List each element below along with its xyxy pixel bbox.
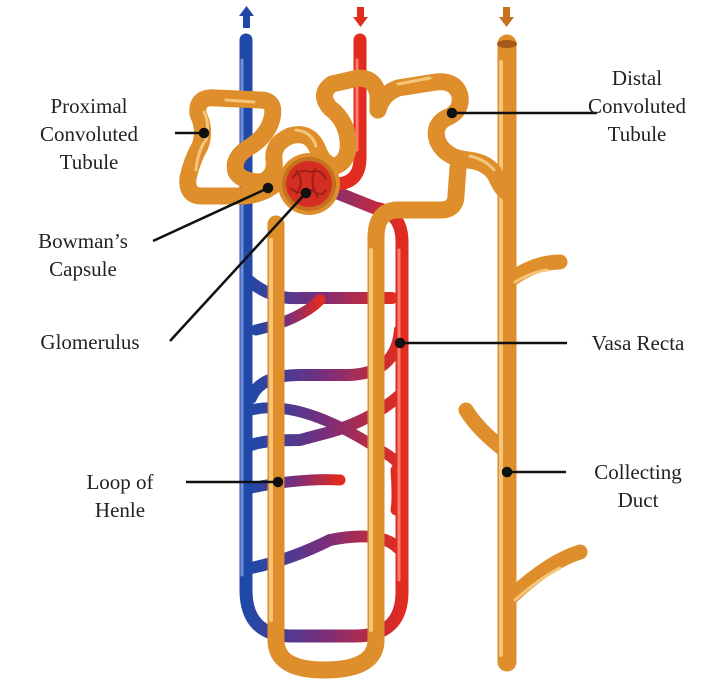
distal-convoluted-tubule-label: Distal Convoluted Tubule (562, 64, 712, 148)
loop-of-henle-label: Loop of Henle (60, 468, 180, 524)
flow-down-arrow-icon (353, 7, 368, 27)
label-line: Loop of (60, 468, 180, 496)
glomerulus-label: Glomerulus (10, 328, 170, 356)
label-line: Tubule (562, 120, 712, 148)
label-line: Capsule (18, 255, 148, 283)
bowmans-capsule-label: Bowman’s Capsule (18, 227, 148, 283)
proximal-convoluted-tubule-label: Proximal Convoluted Tubule (14, 92, 164, 176)
label-line: Duct (568, 486, 708, 514)
label-line: Proximal (14, 92, 164, 120)
label-line: Distal (562, 64, 712, 92)
label-line: Glomerulus (10, 328, 170, 356)
vasa-recta-label: Vasa Recta (568, 329, 708, 357)
label-line: Bowman’s (18, 227, 148, 255)
flow-up-arrow-icon (239, 6, 254, 28)
label-line: Convoluted (14, 120, 164, 148)
label-line: Collecting (568, 458, 708, 486)
distal-convoluted-tubule (378, 78, 507, 192)
label-line: Convoluted (562, 92, 712, 120)
label-line: Vasa Recta (568, 329, 708, 357)
collecting-duct-label: Collecting Duct (568, 458, 708, 514)
label-line: Tubule (14, 148, 164, 176)
flow-down-arrow-icon (499, 7, 514, 27)
glomerulus (286, 161, 332, 207)
label-line: Henle (60, 496, 180, 524)
